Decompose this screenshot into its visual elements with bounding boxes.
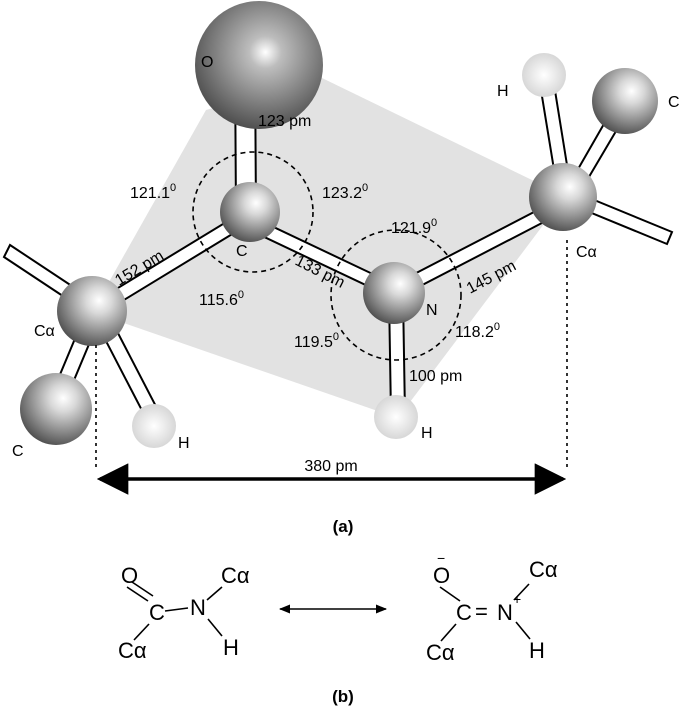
- res-right-o-charge: −: [437, 550, 445, 566]
- label-c-right: C: [668, 94, 680, 111]
- label-h-right: H: [497, 83, 509, 100]
- res-right-c: C: [456, 600, 472, 625]
- angle-labels: 121.10 123.20 115.60 121.90 119.50 118.2…: [130, 182, 500, 351]
- res-left-co-bond-1: [126, 586, 149, 602]
- atom-c-right: [592, 68, 658, 134]
- angle-circle-n: [330, 229, 462, 361]
- label-n: N: [426, 302, 438, 319]
- res-left-n-calpha-bond: [206, 586, 223, 601]
- atom-calpha-left: [57, 276, 127, 346]
- resonance-left: O C N Cα Cα H: [118, 563, 250, 663]
- label-c: C: [236, 243, 248, 260]
- atom-c: [220, 182, 280, 242]
- angle-label-4: 121.90: [391, 217, 437, 237]
- res-right-double-bond: =: [475, 599, 488, 624]
- label-h-amide: H: [421, 425, 433, 442]
- atom-h-right: [522, 53, 566, 97]
- res-left-calpha-bottom: Cα: [118, 638, 147, 663]
- angle-label-2: 123.20: [322, 182, 368, 202]
- res-right-nh-bond: [515, 621, 531, 640]
- res-right-n: N: [497, 600, 513, 625]
- angle-circle-c: [192, 151, 314, 273]
- label-c-left: C: [12, 443, 24, 460]
- res-left-o: O: [121, 563, 138, 588]
- part-b-label: (b): [332, 687, 354, 706]
- resonance-right: O − C = N + Cα Cα H: [426, 550, 558, 665]
- atom-calpha-right: [529, 163, 597, 231]
- res-left-c-calpha-bond: [133, 623, 150, 641]
- res-right-h: H: [529, 638, 545, 663]
- angle-label-1: 121.10: [130, 182, 176, 202]
- part-a-label: (a): [333, 517, 354, 536]
- res-right-bonds: [439, 583, 531, 642]
- angle-circles: [192, 151, 462, 361]
- distance-label: 380 pm: [304, 458, 357, 475]
- res-left-c: C: [149, 600, 165, 625]
- atoms: [20, 1, 658, 448]
- res-left-calpha-top: Cα: [221, 563, 250, 588]
- res-left-h: H: [223, 635, 239, 660]
- res-right-co-bond: [439, 586, 461, 602]
- bond-length-co: 123 pm: [258, 113, 311, 130]
- res-left-co-bond-2: [131, 581, 154, 597]
- label-calpha-left: Cα: [34, 323, 55, 340]
- atom-c-left: [20, 373, 92, 445]
- res-left-bonds: [126, 581, 223, 641]
- res-right-c-calpha-bond: [440, 623, 457, 642]
- projection-lines: [95, 240, 568, 470]
- res-left-cn-bond: [164, 607, 189, 612]
- angle-label-6: 118.20: [455, 321, 500, 341]
- label-o: O: [201, 54, 213, 71]
- atom-h-amide: [374, 395, 418, 439]
- res-right-calpha-top: Cα: [529, 557, 558, 582]
- atom-h-left: [132, 404, 176, 448]
- atom-n: [363, 262, 425, 324]
- res-right-calpha-bottom: Cα: [426, 640, 455, 665]
- res-right-n-calpha-bond: [513, 583, 530, 601]
- amide-plane: [92, 78, 565, 418]
- res-right-n-charge: +: [513, 591, 521, 607]
- label-h-left: H: [178, 435, 190, 452]
- res-right-o: O: [433, 563, 450, 588]
- res-left-nh-bond: [207, 618, 223, 637]
- angle-label-3: 115.60: [199, 289, 244, 309]
- angle-label-5: 119.50: [294, 331, 339, 351]
- res-left-n: N: [190, 595, 206, 620]
- atom-o: [195, 1, 323, 129]
- bond-length-nh: 100 pm: [409, 368, 462, 385]
- label-calpha-right: Cα: [576, 244, 597, 261]
